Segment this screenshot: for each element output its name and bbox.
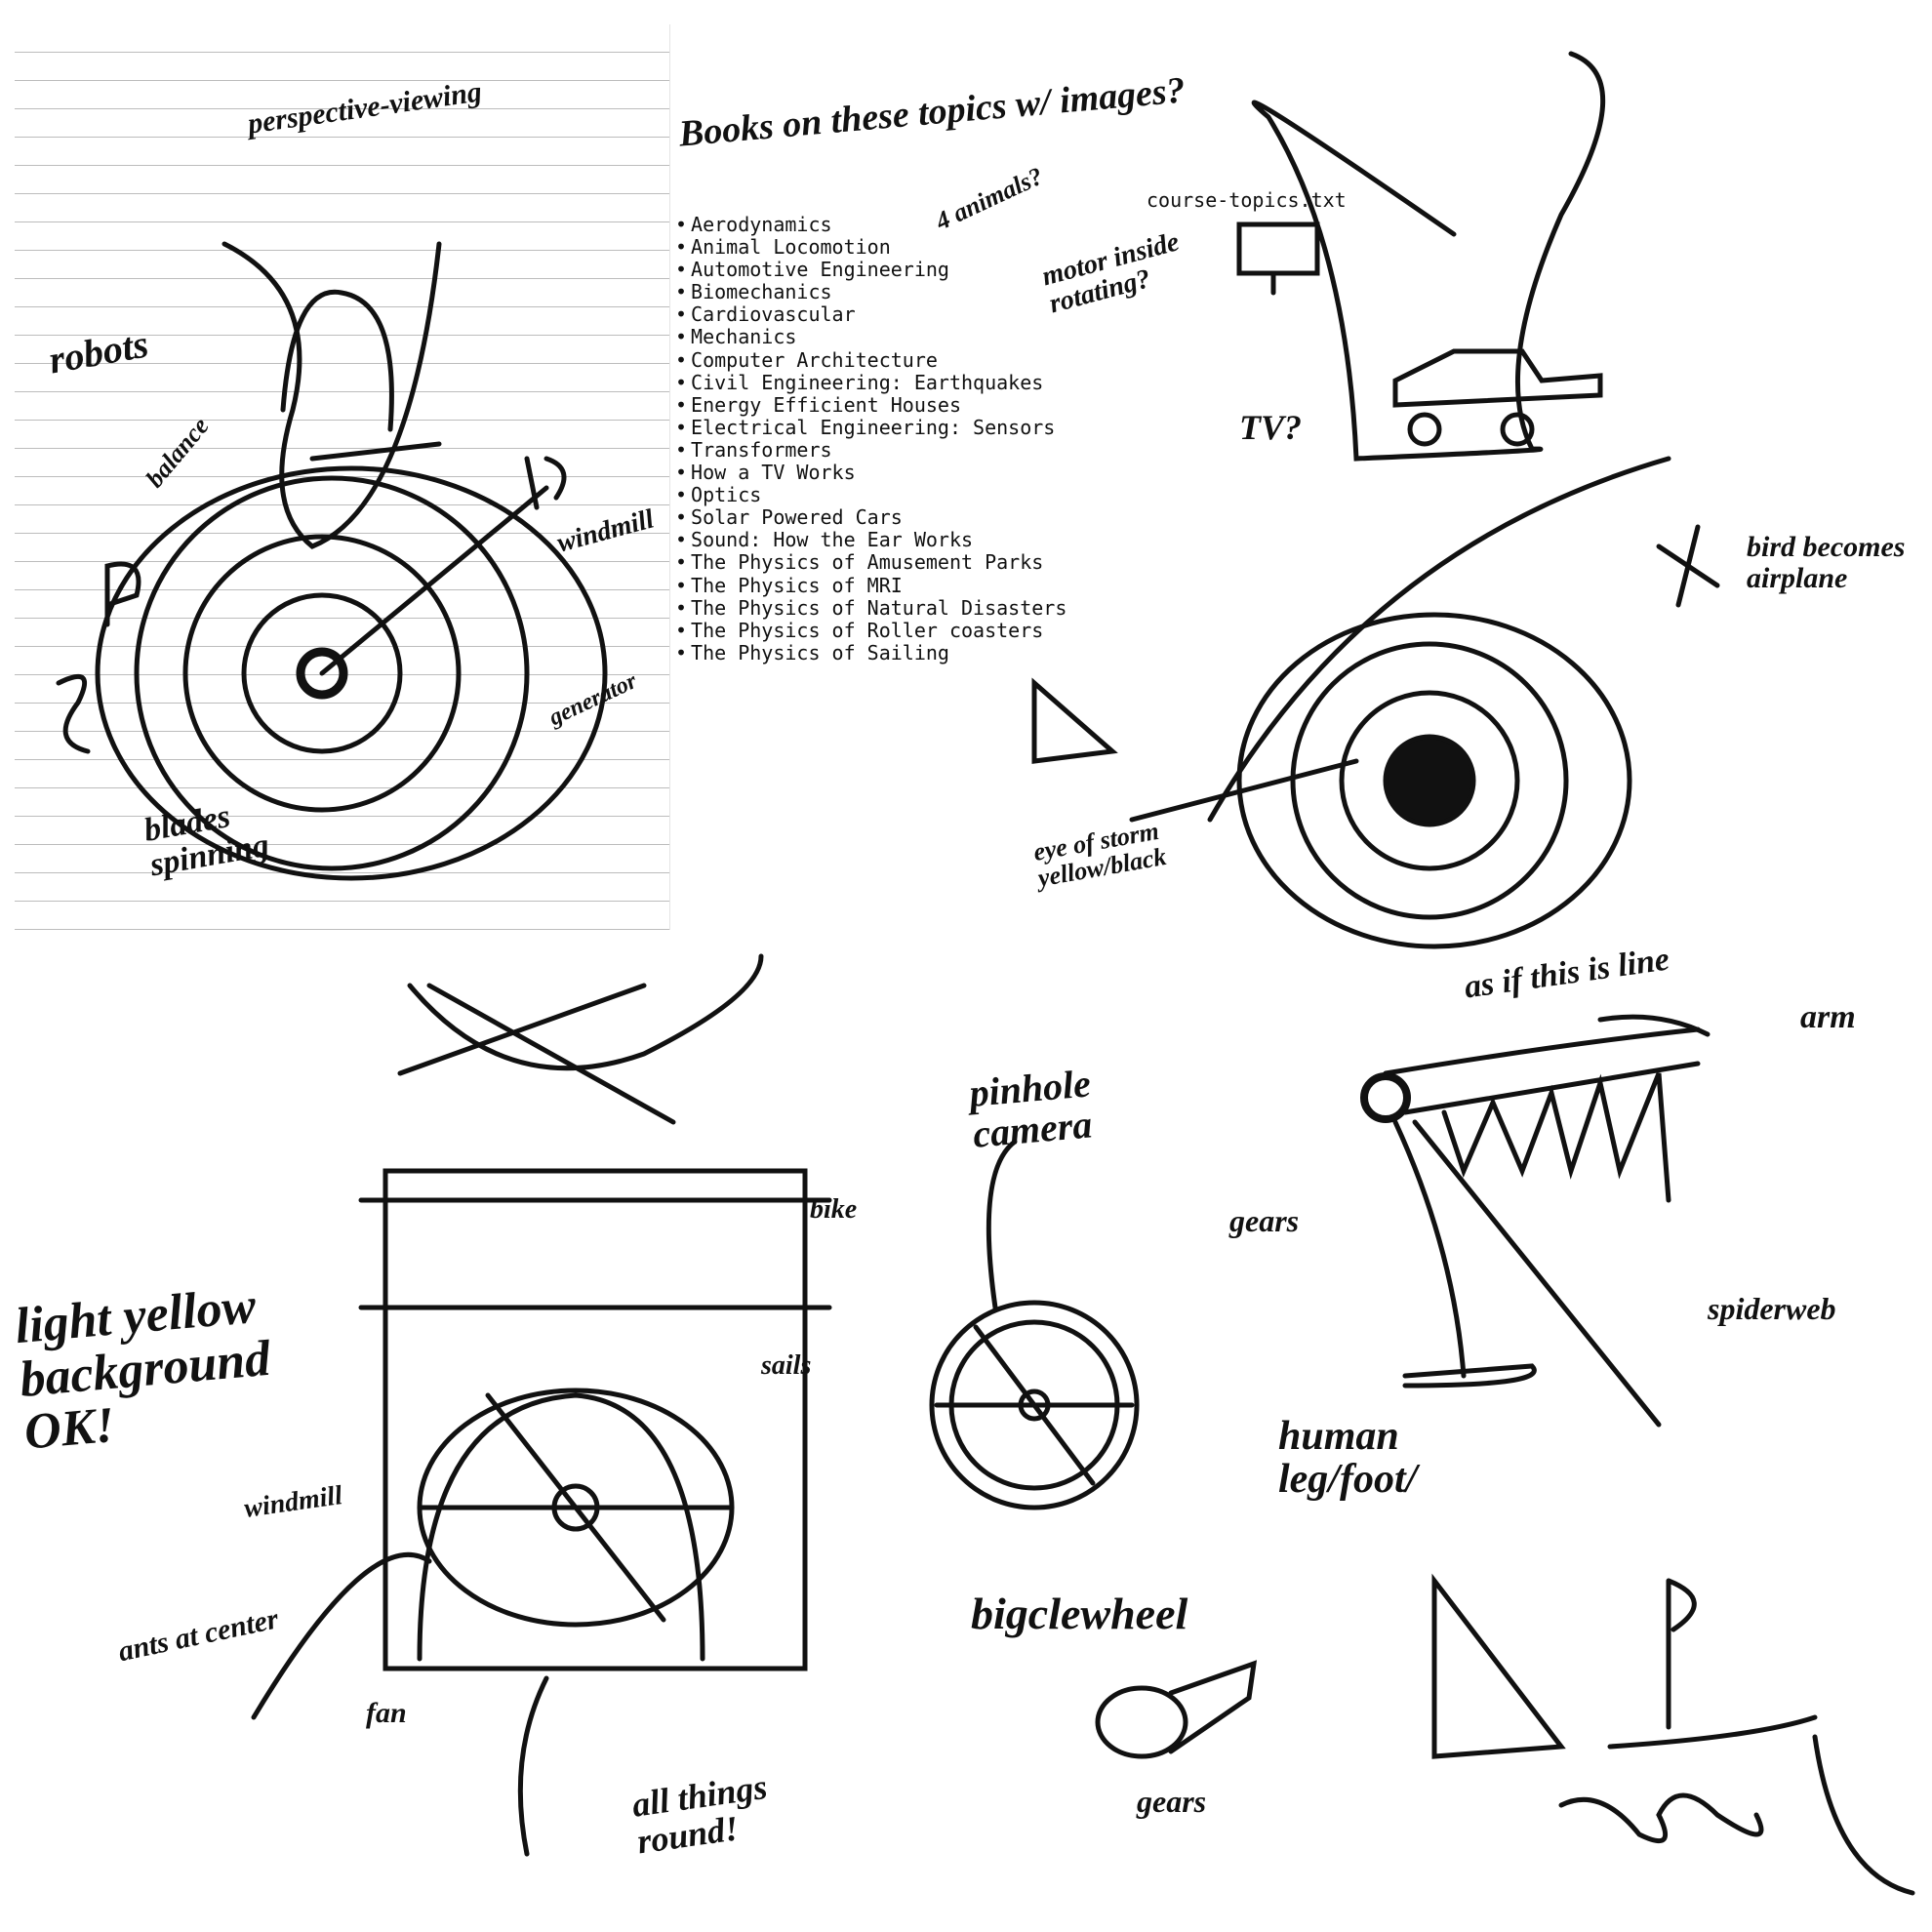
topic-item: The Physics of Amusement Parks — [675, 551, 1067, 574]
topic-item: Aerodynamics — [675, 213, 1067, 236]
spiderweb-arm-sketch — [1360, 1014, 1711, 1428]
topic-item: Cardiovascular — [675, 303, 1067, 326]
note-gears-bottom: gears — [1137, 1784, 1207, 1819]
note-gears-right: gears — [1229, 1203, 1300, 1238]
course-topics-list: Aerodynamics Animal Locomotion Automotiv… — [675, 213, 1067, 664]
note-fan: fan — [366, 1697, 407, 1729]
windmill-robot-sketch — [56, 241, 608, 881]
pinhole-camera-sketch — [929, 1139, 1140, 1510]
note-spiderweb: spiderweb — [1708, 1291, 1836, 1326]
sailboat-waves-sketch — [1431, 1573, 1915, 1896]
gears-sketch — [1095, 1660, 1258, 1759]
note-tv: TV? — [1239, 408, 1303, 447]
topic-item: Civil Engineering: Earthquakes — [675, 371, 1067, 394]
topic-item: Biomechanics — [675, 281, 1067, 303]
topic-item: Animal Locomotion — [675, 235, 1067, 259]
topic-item: The Physics of Natural Disasters — [675, 596, 1067, 620]
file-name-label: course-topics.txt — [1147, 188, 1347, 212]
topic-item: Electrical Engineering: Sensors — [675, 416, 1067, 439]
note-arm: arm — [1800, 999, 1856, 1035]
topic-item: Energy Efficient Houses — [675, 393, 1067, 417]
topic-item: Automotive Engineering — [675, 259, 1067, 281]
note-big-wheel: bigclewheel — [971, 1589, 1188, 1638]
topic-item: Computer Architecture — [675, 348, 1067, 372]
note-sails: sails — [761, 1350, 812, 1381]
topic-item: Mechanics — [675, 326, 1067, 348]
topic-item: Transformers — [675, 438, 1067, 462]
topic-item: The Physics of MRI — [675, 574, 1067, 597]
topic-item: Sound: How the Ear Works — [675, 529, 1067, 551]
windmill-fan-sketch — [251, 953, 832, 1857]
note-human-leg-foot: human leg/foot/ — [1278, 1414, 1418, 1503]
note-bike: bike — [810, 1194, 858, 1225]
note-bird-airplane: bird becomes airplane — [1747, 531, 1906, 594]
topic-item: The Physics of Sailing — [675, 641, 1067, 664]
note-light-yellow-background: light yellow background OK! — [13, 1277, 273, 1461]
eye-of-storm-sketch — [1031, 51, 1720, 949]
topic-item: The Physics of Roller coasters — [675, 619, 1067, 642]
topic-item: Solar Powered Cars — [675, 506, 1067, 529]
topic-item: How a TV Works — [675, 461, 1067, 484]
topic-item: Optics — [675, 484, 1067, 506]
